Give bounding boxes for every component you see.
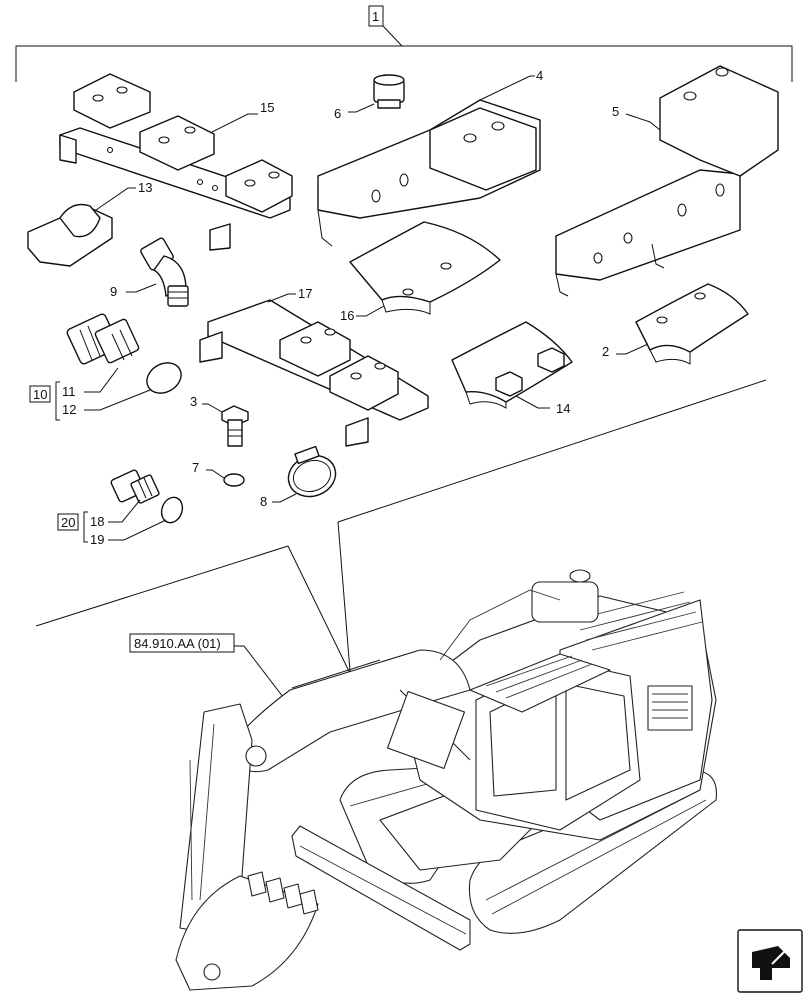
- part-6-plug: 6: [334, 74, 405, 121]
- part-15-clamp-bar: 15: [59, 73, 293, 251]
- part-5-bracket: 5: [555, 65, 779, 297]
- part-8-hose-clamp: 8: [260, 445, 337, 509]
- callout-12[interactable]: 12: [62, 402, 76, 417]
- callout-1[interactable]: 1: [372, 9, 379, 24]
- zoom-lines: [35, 379, 767, 699]
- engine-grill: [573, 591, 703, 651]
- callout-8[interactable]: 8: [260, 494, 267, 509]
- callout-10[interactable]: 10: [33, 387, 47, 402]
- arrow-icon[interactable]: [737, 929, 803, 993]
- part-12-o-ring: [146, 362, 182, 394]
- excavator-illustration: [175, 569, 718, 991]
- group-10: 10 11 12: [29, 367, 151, 421]
- part-7-o-ring: 7: [192, 460, 245, 487]
- part-14-bolted-clamp: 14: [451, 321, 573, 416]
- callout-2[interactable]: 2: [602, 344, 609, 359]
- part-3-bolt: 3: [190, 394, 249, 447]
- part-18-adapter: [110, 469, 160, 504]
- callout-20[interactable]: 20: [61, 515, 75, 530]
- reference-label: 84.910.AA (01): [129, 633, 317, 741]
- part-17-clamp-bar: 17: [199, 286, 429, 447]
- part-11-adapter: [66, 313, 140, 365]
- callout-4[interactable]: 4: [536, 68, 543, 83]
- callout-17[interactable]: 17: [298, 286, 312, 301]
- callout-6[interactable]: 6: [334, 106, 341, 121]
- assembly-bracket: 1: [15, 5, 793, 82]
- bucket-teeth: [247, 871, 319, 915]
- callout-14[interactable]: 14: [556, 401, 570, 416]
- callout-18[interactable]: 18: [90, 514, 104, 529]
- callout-7[interactable]: 7: [192, 460, 199, 475]
- callout-13[interactable]: 13: [138, 180, 152, 195]
- callout-19[interactable]: 19: [90, 532, 104, 547]
- callout-9[interactable]: 9: [110, 284, 117, 299]
- callout-16[interactable]: 16: [340, 308, 354, 323]
- cab-guard: [469, 653, 611, 713]
- part-16-half-clamp: 16: [340, 221, 501, 323]
- callout-3[interactable]: 3: [190, 394, 197, 409]
- callout-11[interactable]: 11: [62, 384, 76, 399]
- part-2-half-clamp: 2: [602, 283, 749, 365]
- reference-text[interactable]: 84.910.AA (01): [134, 636, 221, 651]
- part-19-o-ring: [160, 496, 184, 524]
- part-9-elbow: 9: [110, 237, 189, 307]
- callout-15[interactable]: 15: [260, 100, 274, 115]
- callout-5[interactable]: 5: [612, 104, 619, 119]
- group-20: 20 18 19: [57, 499, 167, 547]
- part-13-clamp: 13: [27, 180, 152, 267]
- part-4-bracket: 4: [317, 68, 543, 247]
